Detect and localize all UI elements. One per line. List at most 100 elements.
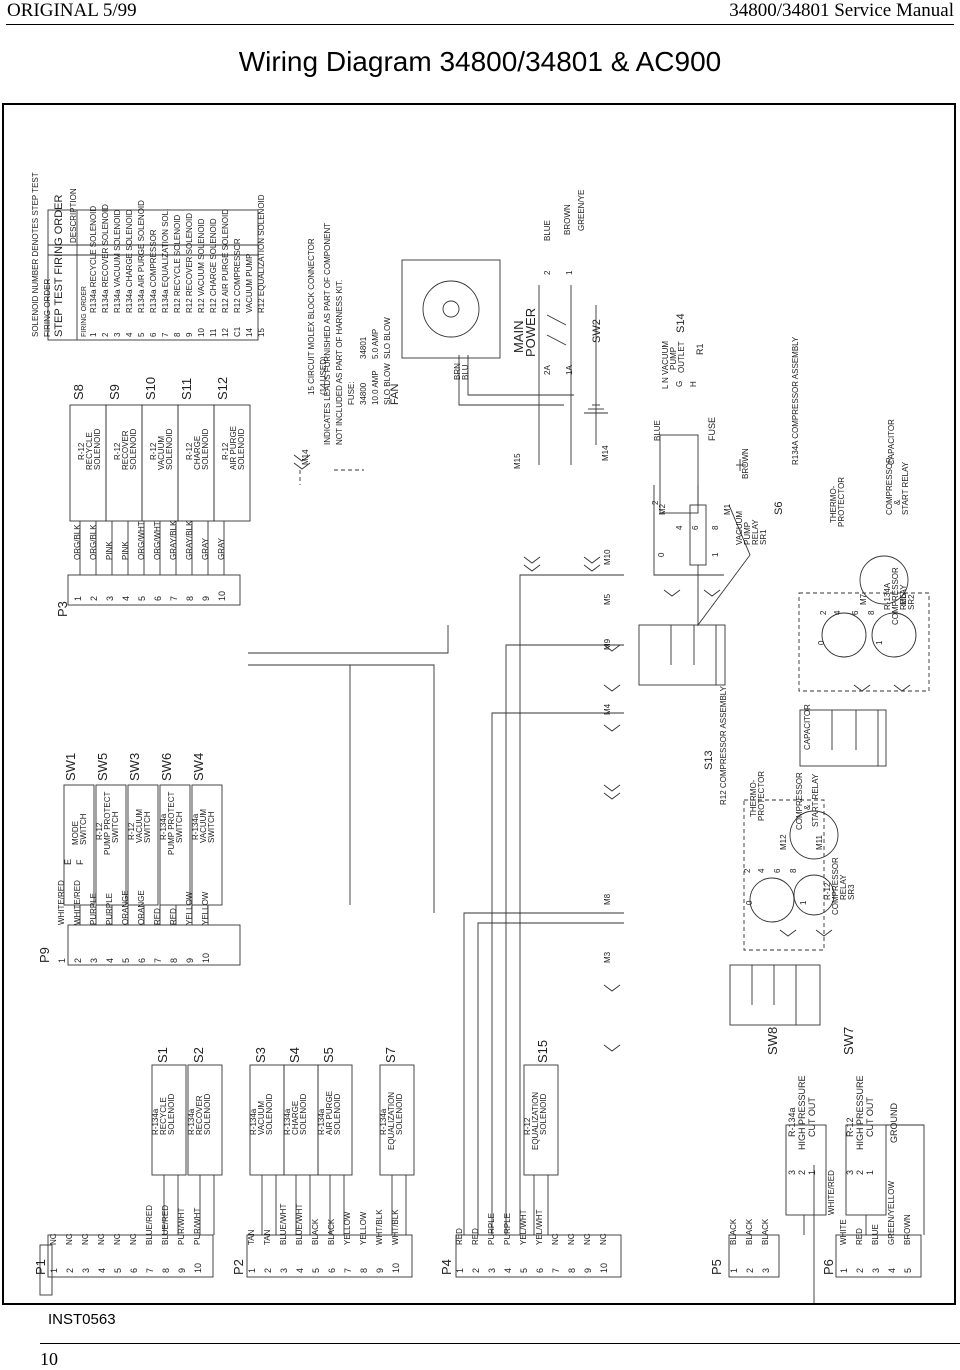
sw8-pin-3: 3 bbox=[787, 1169, 797, 1175]
s5-label-3: SOLENOID bbox=[333, 1093, 342, 1135]
fuse-note-2: 34800 bbox=[359, 382, 368, 405]
p2-wire: TAN bbox=[263, 1229, 272, 1245]
sw2-tag: SW2 bbox=[591, 319, 603, 343]
firing-row-num: 5 bbox=[137, 332, 146, 337]
ground-label: GROUND bbox=[889, 1103, 899, 1143]
sr2-pin-6: 6 bbox=[851, 610, 860, 615]
firing-row-num: 4 bbox=[125, 332, 134, 337]
molex-m1: M1 bbox=[723, 503, 732, 515]
p5-wire: BLACK bbox=[761, 1218, 770, 1245]
sw5-tag: SW5 bbox=[95, 752, 110, 781]
p4-pin: 6 bbox=[535, 1267, 545, 1273]
firing-row-desc: R134a VACUUM SOLENOID bbox=[113, 209, 122, 313]
molex-m12: M12 bbox=[779, 834, 788, 850]
s15-label-3: SOLENOID bbox=[539, 1093, 548, 1135]
p2-pin-strip bbox=[246, 1234, 413, 1278]
firing-table-title: STEP TEST FIRING ORDER bbox=[53, 194, 65, 337]
main-power-2: POWER bbox=[523, 307, 538, 357]
firing-row-num: 14 bbox=[245, 328, 254, 337]
p3-wire: GRAY/BLK bbox=[169, 520, 178, 560]
molex-note-1: 15 CIRCUIT MOLEX BLOCK CONNECTOR bbox=[307, 238, 316, 395]
p2-pin: 7 bbox=[343, 1267, 353, 1273]
p2-pin: 10 bbox=[391, 1262, 401, 1273]
molex-m11: M11 bbox=[815, 835, 824, 850]
s13-tag: S13 bbox=[703, 750, 715, 770]
sw7-label-3: CUT OUT bbox=[865, 1097, 875, 1137]
outlet-h: H bbox=[689, 381, 698, 387]
white-red-wire: WHITE/RED bbox=[827, 1170, 836, 1215]
p6-wire: GREEN/YELLOW bbox=[887, 1180, 896, 1245]
firing-row-num: 8 bbox=[173, 332, 182, 337]
term-1: 1 bbox=[565, 270, 574, 275]
s13-assembly-box bbox=[743, 799, 825, 951]
sw7-pin-3: 3 bbox=[845, 1169, 855, 1175]
p9-pin: 5 bbox=[121, 957, 131, 963]
s10-label-3: SOLENOID bbox=[165, 428, 174, 470]
s2-tag: S2 bbox=[191, 1047, 206, 1063]
p9-label: P9 bbox=[37, 947, 52, 963]
p6-wire: WHITE bbox=[839, 1219, 848, 1245]
harness-note-2: NOT INCLUDED AS PART OF HARNESS KIT. bbox=[335, 279, 344, 445]
outlet-g: G bbox=[675, 380, 684, 387]
firing-row-num: 3 bbox=[113, 332, 122, 337]
p1-connector-box bbox=[39, 1244, 53, 1296]
firing-row-desc: R12 RECOVER SOLENOID bbox=[185, 212, 194, 313]
s5-solenoid-box bbox=[317, 1064, 353, 1176]
p1-pin-strip bbox=[47, 1234, 214, 1278]
p1-wire: NC bbox=[65, 1233, 74, 1245]
p1-wire: PUR/WHT bbox=[193, 1207, 202, 1245]
p5-wire: BLACK bbox=[745, 1218, 754, 1245]
p1-pin: 2 bbox=[65, 1267, 75, 1273]
p9-pin: 8 bbox=[169, 957, 179, 963]
sw8-pin-1: 1 bbox=[807, 1169, 817, 1175]
p9-pin: 2 bbox=[73, 957, 83, 963]
sw1-f: F bbox=[75, 859, 85, 866]
brown-wire: BROWN bbox=[741, 448, 750, 479]
p4-label: P4 bbox=[439, 1259, 454, 1275]
term-1a: 1A bbox=[565, 365, 574, 375]
sw4-switch-box bbox=[191, 784, 223, 906]
s6-assembly-label: R134A COMPRESSOR ASSEMBLY bbox=[791, 336, 800, 465]
p1-pin: 5 bbox=[113, 1267, 123, 1273]
p4-wire: RED bbox=[471, 1228, 480, 1245]
s13-comp-3: START RELAY bbox=[811, 773, 820, 827]
sw7-label-1: R-12 bbox=[845, 1117, 855, 1137]
p3-wire: PINK bbox=[105, 541, 114, 560]
p1-wire: BLUE/RED bbox=[161, 1204, 170, 1245]
s5-tag: S5 bbox=[321, 1047, 336, 1063]
molex-m2: M2 bbox=[658, 503, 667, 515]
s7-solenoid-box bbox=[379, 1064, 415, 1176]
firing-row-desc: R12 COMPRESSOR bbox=[233, 238, 242, 313]
p1-wire: NC bbox=[113, 1233, 122, 1245]
p3-wire: GRAY bbox=[201, 537, 210, 560]
harness-note-1: INDICATES LEADS FURNISHED AS PART OF COM… bbox=[323, 222, 332, 445]
sr1-pin-8: 8 bbox=[711, 525, 720, 530]
p2-wire: BLACK bbox=[327, 1218, 336, 1245]
s1-label-3: SOLENOID bbox=[167, 1093, 176, 1135]
p3-wire: GRAY bbox=[217, 537, 226, 560]
p3-pin: 9 bbox=[201, 595, 211, 601]
sw5-label-3: SWITCH bbox=[111, 811, 120, 843]
p6-pin: 3 bbox=[871, 1267, 881, 1273]
p9-pin-strip bbox=[67, 924, 241, 966]
p4-pin: 5 bbox=[519, 1267, 529, 1273]
p1-label: P1 bbox=[33, 1259, 48, 1275]
sr3-relay-box bbox=[729, 964, 821, 1026]
sw1-switch-box bbox=[63, 784, 95, 906]
sw4-tag: SW4 bbox=[191, 752, 206, 781]
p9-wire: WHITE/RED bbox=[57, 880, 66, 925]
firing-row-desc: R134a RECOVER SOLENOID bbox=[101, 204, 110, 313]
p2-wire: YELLOW bbox=[343, 1211, 352, 1245]
sw1-e: E bbox=[63, 858, 73, 865]
p3-pin: 5 bbox=[137, 595, 147, 601]
sw5-switch-box bbox=[95, 784, 127, 906]
firing-row-num: 15 bbox=[257, 328, 266, 337]
p4-wire: YEL/WHT bbox=[519, 1209, 528, 1245]
p1-wire: BLUE/RED bbox=[145, 1204, 154, 1245]
p6-wire: RED bbox=[855, 1228, 864, 1245]
p9-pin: 10 bbox=[201, 952, 211, 963]
p3-pin: 10 bbox=[217, 590, 227, 601]
sw7-tag: SW7 bbox=[841, 1026, 856, 1055]
molex-m4: M4 bbox=[603, 703, 612, 715]
sr3-pin-2: 2 bbox=[743, 868, 752, 873]
